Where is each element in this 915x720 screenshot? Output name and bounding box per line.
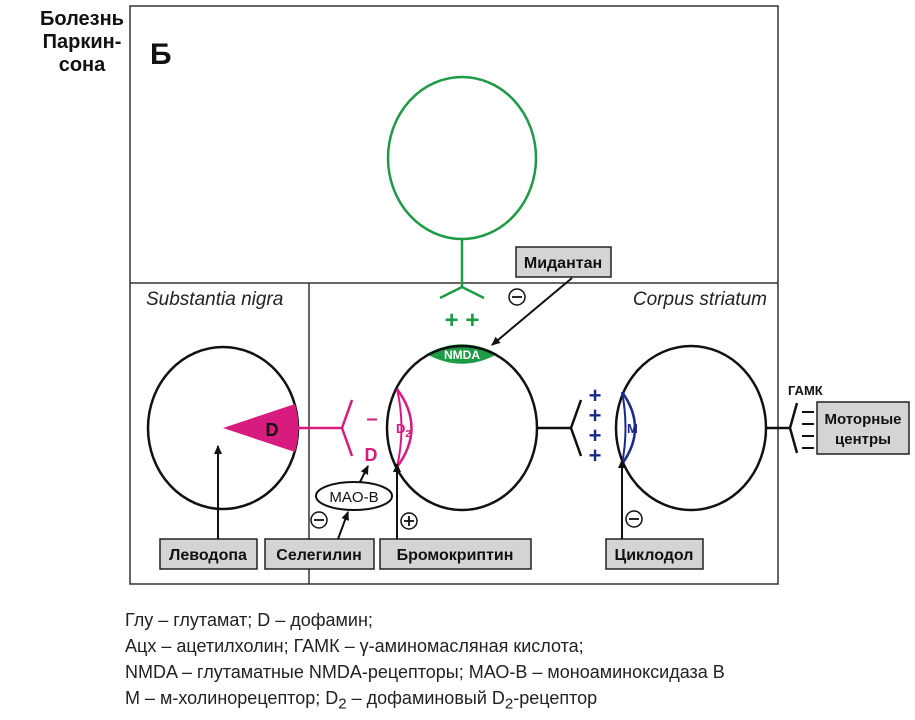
synaptic-dopamine-label: D	[365, 445, 378, 465]
ach-plus-sign: +	[589, 423, 602, 448]
mao-b-enzyme	[315, 481, 393, 511]
legend-subscript: 2	[338, 695, 347, 713]
motor-centers-line1: Моторные	[825, 411, 902, 428]
activate-sign-bromocriptine	[400, 512, 418, 530]
ach-plus-sign: +	[589, 383, 602, 408]
drug-midantan: Мидантан	[524, 255, 602, 272]
selegiline-arrow	[337, 511, 349, 540]
motor-centers-line2: центры	[835, 431, 891, 448]
inhibit-sign-selegiline	[310, 511, 328, 529]
inhibit-sign-midantan	[508, 288, 526, 306]
legend-line: Ацх – ацетилхолин; ГАМК – γ-аминомасляна…	[125, 636, 584, 656]
glutamate-neuron	[386, 75, 538, 300]
drug-levodopa-box	[159, 538, 258, 570]
diagram-frame	[129, 5, 779, 585]
d2-base: D	[396, 421, 405, 436]
title-line: Болезнь	[40, 8, 124, 30]
midantan-arrow	[491, 277, 573, 346]
legend-subscript: 2	[504, 695, 514, 713]
inhibit-sign-cyclodol	[625, 510, 643, 528]
drug-cyclodol: Циклодол	[615, 547, 694, 564]
glutamate-plus-signs: + +	[445, 307, 480, 334]
gaba-label: ГАМК	[788, 383, 823, 398]
m-receptor-label: M	[627, 421, 638, 436]
legend-line: NMDA – глутаматные NMDA-рецепторы; МАО-В…	[125, 662, 725, 682]
legend-text: – дофаминовый D	[346, 688, 505, 708]
drug-bromocriptine-box	[379, 538, 532, 570]
legend-text: -рецептор	[513, 688, 598, 708]
mao-b-arrow	[359, 465, 369, 483]
drug-selegiline-box	[264, 538, 375, 570]
drug-selegiline: Селегилин	[276, 547, 361, 564]
ach-plus-sign: +	[589, 443, 602, 468]
ach-plus-sign: +	[589, 403, 602, 428]
striatal-neuron-d2	[385, 344, 583, 512]
dopamine-axon	[298, 399, 354, 457]
drug-cyclodol-box	[605, 538, 704, 570]
drug-midantan-box	[515, 246, 612, 278]
drug-levodopa: Леводопа	[169, 547, 247, 564]
legend-line: М – м-холинорецептор; D2 – дофаминовый D…	[125, 685, 905, 718]
region-substantia-nigra: Substantia nigra	[146, 289, 283, 310]
title-line: сона	[58, 54, 106, 76]
striatal-neuron-m	[614, 344, 799, 512]
title-line: Паркин-	[42, 31, 122, 53]
mao-b-label: MAO-B	[329, 489, 378, 506]
legend: Глу – глутамат; D – дофамин; Ацх – ацети…	[125, 607, 905, 718]
nmda-label: NMDA	[444, 348, 480, 362]
motor-centers-box	[816, 401, 910, 455]
legend-line: Глу – глутамат; D – дофамин;	[125, 610, 373, 630]
region-corpus-striatum: Corpus striatum	[633, 289, 767, 310]
dopamine-minus-sign: –	[366, 408, 377, 430]
panel-letter: Б	[150, 38, 172, 71]
parkinson-pharmacology-diagram: Б Substantia nigra Corpus striatum + + N…	[129, 5, 910, 585]
legend-text: М – м-холинорецептор; D	[125, 688, 339, 708]
drug-bromocriptine: Бромокриптин	[397, 547, 514, 564]
d2-subscript: 2	[405, 429, 411, 440]
gaba-dashes	[802, 411, 814, 449]
d2-receptor-label: D2	[396, 421, 411, 440]
dopamine-neuron-label: D	[266, 420, 279, 440]
disease-title: Болезнь Паркин- сона	[28, 8, 136, 77]
